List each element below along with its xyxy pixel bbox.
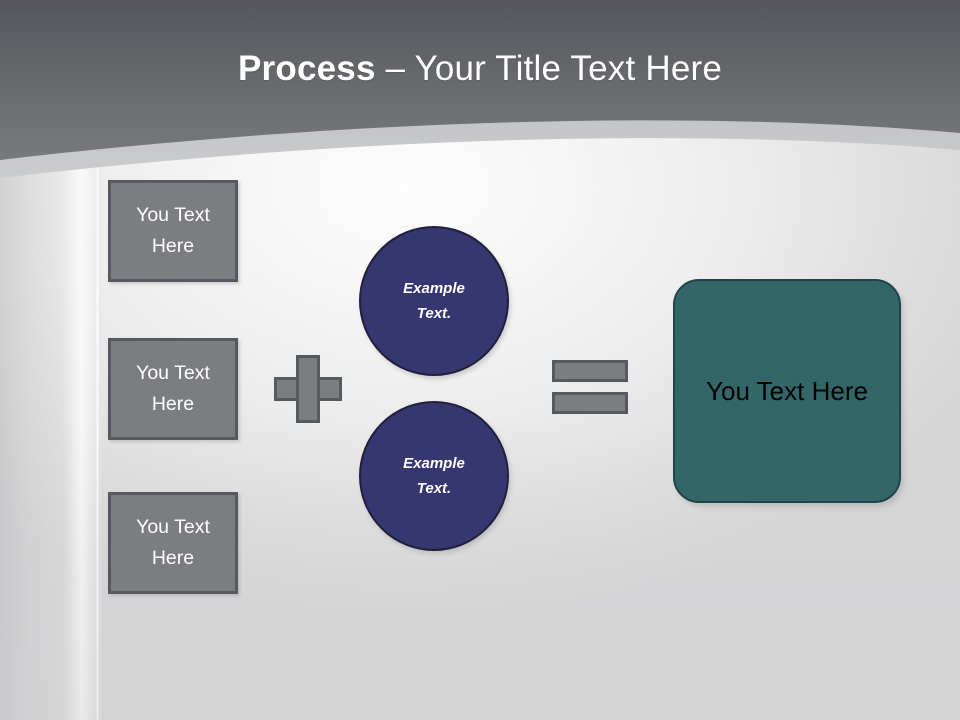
input-box-3-line1: You Text bbox=[136, 516, 210, 538]
plus-icon bbox=[274, 355, 342, 423]
equals-icon-top-bar bbox=[552, 360, 628, 382]
background-seam-line bbox=[96, 0, 99, 720]
input-box-2[interactable]: You Text Here bbox=[108, 338, 238, 440]
example-circle-1-line1: Example bbox=[403, 280, 465, 297]
input-box-2-line2: Here bbox=[151, 393, 195, 415]
slide-header: Process – Your Title Text Here bbox=[0, 0, 960, 190]
page-title: Process – Your Title Text Here bbox=[0, 48, 960, 90]
input-box-1-line1: You Text bbox=[136, 204, 210, 226]
input-box-3-label: You Text Here bbox=[136, 512, 210, 574]
equals-icon-bottom-bar bbox=[552, 392, 628, 414]
input-box-2-line1: You Text bbox=[136, 362, 210, 384]
input-box-3[interactable]: You Text Here bbox=[108, 492, 238, 594]
result-box[interactable]: You Text Here bbox=[673, 279, 901, 503]
input-box-1[interactable]: You Text Here bbox=[108, 180, 238, 282]
input-box-1-label: You Text Here bbox=[136, 200, 210, 262]
plus-icon-center-patch bbox=[299, 380, 317, 398]
input-box-1-line2: Here bbox=[151, 235, 195, 257]
equals-icon bbox=[552, 360, 628, 414]
example-circle-2[interactable]: Example Text. bbox=[359, 401, 509, 551]
result-box-label: You Text Here bbox=[706, 375, 868, 406]
title-separator: – bbox=[375, 49, 415, 88]
input-box-2-label: You Text Here bbox=[136, 358, 210, 420]
header-curve-shape bbox=[0, 0, 960, 178]
example-circle-1-line2: Text. bbox=[416, 305, 452, 322]
example-circle-2-line1: Example bbox=[403, 455, 465, 472]
title-strong-part: Process bbox=[238, 49, 376, 88]
example-circle-2-line2: Text. bbox=[416, 480, 452, 497]
title-light-part: Your Title Text Here bbox=[414, 49, 722, 88]
example-circle-1[interactable]: Example Text. bbox=[359, 226, 509, 376]
input-box-3-line2: Here bbox=[151, 547, 195, 569]
